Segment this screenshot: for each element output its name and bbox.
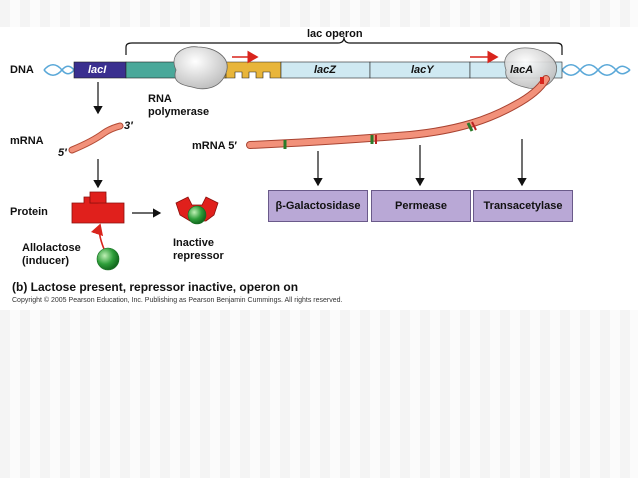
laci-label: lacI (88, 64, 107, 76)
protein-label: Protein (10, 206, 48, 218)
product-beta-galactosidase: β-Galactosidase (268, 190, 368, 222)
inactive-repressor (175, 196, 219, 225)
mrna-label-right: mRNA 5′ (192, 140, 238, 152)
rna-polymerase-label-line2: polymerase (148, 106, 210, 118)
promoter-region (125, 61, 177, 79)
operon-label: lac operon (307, 28, 363, 40)
inactive-repressor-label-line1: Inactive (173, 237, 214, 249)
lacz-label: lacZ (314, 64, 337, 76)
rna-polymerase-promoter (173, 46, 228, 90)
operator-region (225, 61, 282, 79)
allolactose-label-line1: Allolactose (22, 242, 81, 254)
product-transacetylase: Transacetylase (473, 190, 573, 222)
inducer-binding-arrow (90, 223, 105, 250)
figure-panel: lac operon DNA lacI lacZ lacY lacA RNA p… (0, 27, 638, 310)
rna-polymerase-label-line1: RNA (148, 93, 172, 105)
dna-label: DNA (10, 64, 34, 76)
dna-helix-left (43, 63, 75, 77)
figure-caption: (b) Lactose present, repressor inactive,… (12, 280, 299, 294)
mrna-label-left: mRNA (10, 135, 44, 147)
allolactose-inducer (96, 247, 120, 271)
operon-bracket (125, 36, 563, 55)
product-permease: Permease (371, 190, 471, 222)
lacy-label: lacY (411, 64, 434, 76)
dna-helix-right (561, 63, 631, 77)
inactive-repressor-label-line2: repressor (173, 250, 224, 262)
copyright-notice: Copyright © 2005 Pearson Education, Inc.… (12, 297, 343, 304)
three-prime-label: 3′ (124, 120, 133, 132)
laca-label: lacA (510, 64, 534, 76)
five-prime-label-left: 5′ (58, 147, 67, 159)
diagram-graphics (43, 36, 631, 271)
allolactose-label-line2: (inducer) (22, 255, 70, 267)
